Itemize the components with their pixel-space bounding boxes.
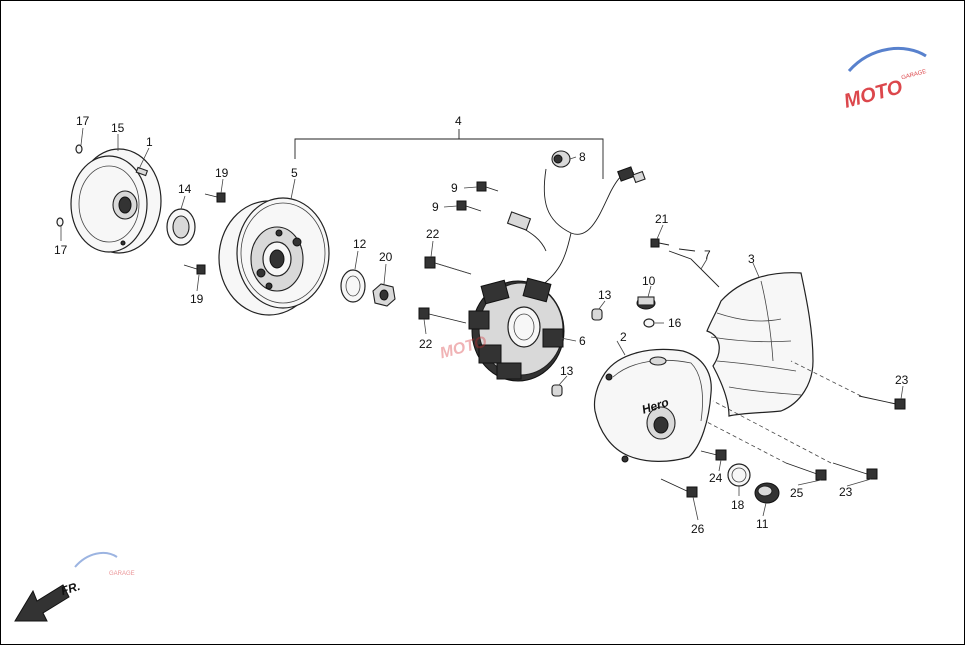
part-bolt-22-bottom [418,307,467,324]
part-washer-12 [340,269,366,303]
callout-14: 14 [178,182,192,196]
part-bolt-25 [785,462,827,481]
watermark-swoosh-icon-2 [74,551,118,568]
callout-21: 21 [655,212,669,226]
callout-15: 15 [111,121,125,135]
part-screw-9-top [476,181,499,192]
callout-19-bottom: 19 [190,292,204,306]
callout-23-top: 23 [895,373,909,387]
callout-23-bottom: 23 [839,485,853,499]
callout-18: 18 [731,498,745,512]
callout-3: 3 [748,252,755,266]
callout-10: 10 [642,274,656,288]
callout-9-top: 9 [451,181,458,195]
callout-4: 4 [455,114,462,128]
part-nut-20 [372,283,396,307]
callout-22-bottom: 22 [419,337,433,351]
watermark-subtext: GARAGE [901,69,927,81]
part-bolt-23-top [858,395,906,410]
part-shroud-3 [706,272,814,417]
callout-2: 2 [620,330,627,344]
part-bolt-22-top [424,256,472,275]
callout-6: 6 [579,334,586,348]
watermark-swoosh-icon [847,46,927,72]
callout-17-top: 17 [76,114,90,128]
callout-17-bottom: 17 [54,243,68,257]
part-bolt-21 [650,238,670,248]
part-flywheel-cover [70,148,162,254]
part-crankcase-cover-2: Hero [593,348,712,463]
part-dowel-13-top [591,308,603,321]
callout-13-top: 13 [598,288,612,302]
callout-22-top: 22 [426,227,440,241]
watermark-top-right: MOTO GARAGE [842,46,927,113]
part-bolt-19-bottom [183,264,206,275]
part-oring-17b [56,217,64,227]
part-bolt-19-top [204,192,226,203]
part-oring-16 [643,318,655,328]
callout-16: 16 [668,316,682,330]
part-cap-11 [754,482,780,504]
callout-labels: 1 2 3 4 5 6 7 8 9 9 10 11 12 13 13 14 15… [54,114,909,536]
callout-25: 25 [790,486,804,500]
leader-lines [60,127,904,521]
part-screw-9-bottom [456,200,482,212]
callout-11: 11 [756,517,769,531]
part-seal-14 [166,208,196,246]
callout-9-bottom: 9 [432,200,439,214]
part-oring-17a [75,144,83,154]
callout-19-top: 19 [215,166,229,180]
part-bolt-23-bottom [832,462,878,480]
part-ring-18 [727,463,751,487]
part-dowel-13-bottom [551,384,563,397]
part-stator-6 [468,277,565,382]
callout-8: 8 [579,150,586,164]
watermark-text: MOTO [842,76,906,113]
callout-7: 7 [704,248,711,262]
assembly-bracket-4 [294,129,604,179]
part-bracket-7 [668,248,720,288]
watermark-bottom-left: GARAGE [74,551,135,577]
part-bolt-26 [660,478,698,498]
callout-20: 20 [379,250,393,264]
part-bolt-24 [700,449,727,461]
part-flywheel-rotor [218,197,330,316]
callout-26: 26 [691,522,705,536]
callout-5: 5 [291,166,298,180]
callout-12: 12 [353,237,367,251]
callout-24: 24 [709,471,723,485]
part-cap-10 [636,296,656,310]
callout-13-bottom: 13 [560,364,574,378]
part-grommet-8 [551,150,571,168]
watermark-subtext-2: GARAGE [109,571,135,577]
callout-1: 1 [146,135,153,149]
front-indicator-label: FR. [59,579,82,598]
front-direction-indicator: FR. [14,579,82,622]
front-arrow-icon [14,584,70,622]
wiring-harness [506,166,646,287]
